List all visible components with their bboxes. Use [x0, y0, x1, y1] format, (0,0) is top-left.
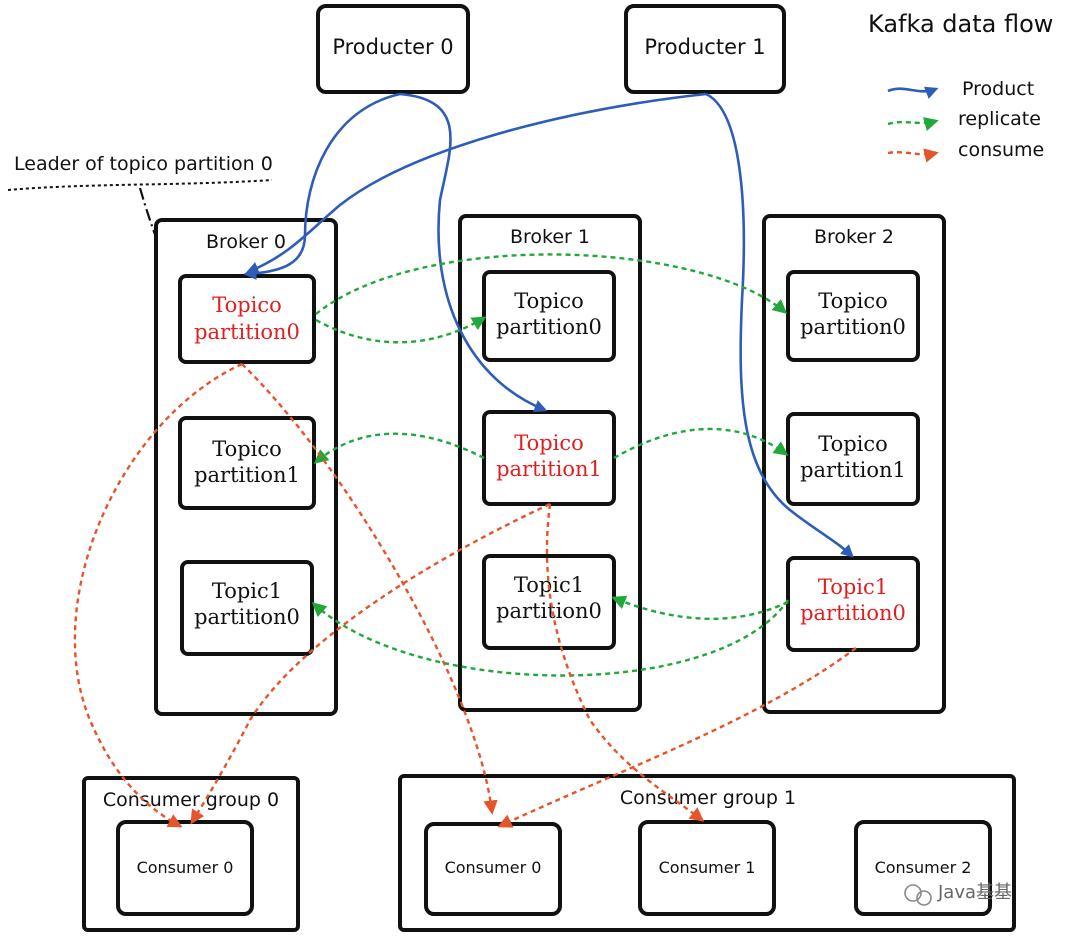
consumer-group-0-label: Consumer group 0 [103, 789, 279, 811]
watermark: Java基基 [904, 882, 1012, 906]
broker-0: Broker 0 Topico partition0 Topico partit… [154, 218, 338, 716]
consumer-group-1-consumer-0-box [424, 822, 562, 916]
broker-0-partition-0-line2: partition0 [194, 320, 300, 344]
broker-1-partition-0-line2: partition0 [496, 315, 602, 339]
consumer-group-1-consumer-2-box [854, 820, 992, 916]
consumer-group-0: Consumer group 0 Consumer 0 [82, 776, 300, 932]
legend-product-line [887, 86, 939, 99]
broker-1-label: Broker 1 [510, 226, 590, 248]
legend-consume-line [887, 148, 939, 163]
broker-0-partition-2-line1: Topic1 [212, 579, 282, 603]
flow-producer0-to-broker1-topic0-p1 [399, 92, 548, 413]
consumer-group-0-consumer-0-label: Consumer 0 [137, 858, 234, 877]
broker-2-partition-0-line2: partition0 [800, 315, 906, 339]
broker-2: Broker 2 Topico partition0 Topico partit… [762, 214, 946, 714]
producer-1: Producter 1 [624, 4, 786, 94]
broker-2-label: Broker 2 [814, 226, 894, 248]
replicate-flows [311, 253, 789, 677]
legend-product-label: Product [962, 78, 1034, 100]
consumer-group-1: Consumer group 1 Consumer 0 Consumer 1 C… [398, 774, 1016, 932]
consumer-group-1-consumer-1-label: Consumer 1 [659, 858, 756, 877]
flow-consume-broker0-topic0-p0-to-group0 [73, 362, 243, 828]
flow-replicate-broker2-to-broker1-topic1-p0 [611, 595, 789, 620]
flow-producer0-to-broker0-topic0-p0 [243, 92, 401, 280]
broker-1-partition-1-line1: Topico [514, 431, 584, 455]
legend-consume-label: consume [958, 139, 1044, 161]
watermark-text: Java基基 [937, 882, 1012, 903]
consumer-group-1-consumer-1-box [638, 820, 776, 916]
flow-producer1-to-broker0-topic0-p0 [245, 92, 707, 275]
broker-2-partition-1-line1: Topico [818, 432, 888, 456]
broker-1-partition-1-line2: partition1 [496, 457, 602, 481]
flow-producer1-to-broker2-topic1-p0 [705, 92, 854, 558]
diagram-title: Kafka data flow [868, 10, 1053, 38]
broker-1-partition-0-box [482, 270, 616, 362]
consumer-group-1-consumer-2-label: Consumer 2 [875, 858, 972, 877]
broker-0-partition-0-box [178, 274, 316, 364]
broker-2-partition-1-line2: partition1 [800, 458, 906, 482]
broker-0-partition-0-line1: Topico [212, 293, 282, 317]
flow-replicate-broker0-to-broker1-topic0-p0 [315, 316, 487, 344]
producer-1-box [624, 4, 786, 94]
broker-2-partition-2-line2: partition0 [800, 601, 906, 625]
producer-0-box [316, 4, 470, 94]
flow-consume-broker0-topic0-p0-to-group1-consumer0 [241, 363, 498, 815]
flow-replicate-broker0-to-broker2-topic0-p0 [315, 253, 788, 315]
broker-2-partition-1-box [786, 412, 920, 506]
producer-0: Producter 0 [316, 4, 470, 94]
broker-0-partition-2-line2: partition0 [194, 605, 300, 629]
flow-replicate-broker1-to-broker2-topic0-p1 [613, 427, 789, 460]
broker-1: Broker 1 Topico partition0 Topico partit… [458, 214, 642, 712]
broker-0-label: Broker 0 [206, 231, 286, 253]
leader-annotation-underline [7, 179, 273, 191]
producer-0-label: Producter 0 [332, 35, 453, 59]
broker-2-partition-0-box [786, 270, 920, 362]
producer-1-label: Producter 1 [644, 35, 765, 59]
wechat-icon [904, 884, 922, 902]
product-flows [243, 92, 854, 558]
leader-annotation-text: Leader of topico partition 0 [14, 153, 273, 175]
broker-1-partition-2-line2: partition0 [496, 599, 602, 623]
consumer-group-1-consumer-0-label: Consumer 0 [445, 858, 542, 877]
flow-consume-broker1-topic0-p1-to-group1-consumer1 [545, 503, 705, 822]
flow-replicate-broker2-to-broker0-topic1-p0 [311, 599, 789, 677]
consumer-group-0-consumer-0-box [116, 820, 254, 916]
flow-consume-broker2-topic1-p0-to-group1-consumer0 [497, 647, 857, 828]
broker-2-partition-2-line1: Topic1 [818, 575, 888, 599]
broker-0-partition-1-line2: partition1 [194, 463, 300, 487]
consume-flows [73, 362, 857, 828]
broker-2-partition-0-line1: Topico [818, 289, 888, 313]
broker-1-partition-0-line1: Topico [514, 289, 584, 313]
consumer-group-1-label: Consumer group 1 [620, 787, 796, 809]
legend-replicate-line [887, 117, 939, 132]
legend-replicate-label: replicate [958, 108, 1041, 130]
legend: Product replicate consume [887, 78, 1044, 163]
broker-0-partition-1-line1: Topico [212, 437, 282, 461]
